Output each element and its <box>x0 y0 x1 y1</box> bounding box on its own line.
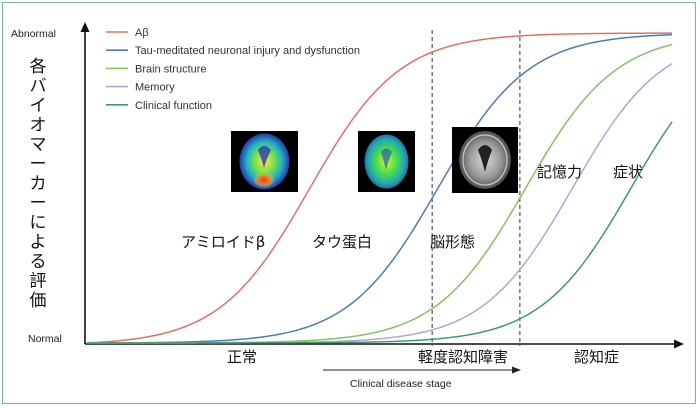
y-axis-label-char: ー <box>30 194 47 214</box>
stage-dementia: 認知症 <box>574 348 619 366</box>
series-line-2 <box>86 33 673 344</box>
y-axis-label-char: バ <box>30 77 47 97</box>
y-axis-label: 各バイオマーカーによる評価 <box>30 57 47 311</box>
y-axis-label-char: オ <box>30 116 47 136</box>
amyloid-scan-hotspot <box>253 172 275 188</box>
y-axis-label-char: 評 <box>30 272 47 292</box>
y-axis-label-char: カ <box>30 174 47 194</box>
mri-brain-scan <box>452 127 518 193</box>
legend-label-2: Tau-meditated neuronal injury and dysfun… <box>135 45 360 57</box>
disease-stage-arrow <box>323 366 521 374</box>
stage-mci: 軽度認知障害 <box>418 348 508 366</box>
y-axis-arrow <box>80 22 90 32</box>
annotation-amyloid: アミロイドβ <box>181 233 265 251</box>
annotation-memory: 記憶力 <box>537 163 582 181</box>
legend-label-1: Aβ <box>135 27 149 39</box>
y-axis-label-char: 各 <box>30 57 47 77</box>
y-axis-label-char: る <box>30 252 47 272</box>
series-line-5 <box>87 121 673 344</box>
y-axis-label-char: 価 <box>30 291 47 311</box>
amyloid-pet-scan <box>231 131 298 192</box>
legend-label-5: Clinical function <box>135 100 212 112</box>
y-axis-label-char: イ <box>30 96 47 116</box>
y-axis-label-char: ー <box>30 155 47 175</box>
y-axis-label-char: よ <box>30 233 47 253</box>
series-line-3 <box>87 43 673 344</box>
legend-label-3: Brain structure <box>135 63 207 75</box>
x-axis-arrow <box>674 339 684 349</box>
disease-stage-arrow-head <box>512 366 521 374</box>
annotation-tau: タウ蛋白 <box>312 233 372 251</box>
legend-label-4: Memory <box>135 82 175 94</box>
mri-scan-cortex <box>462 134 508 186</box>
annotation-symptom: 症状 <box>613 163 643 181</box>
axes <box>80 22 684 349</box>
y-axis-label-char: に <box>30 213 47 233</box>
x-axis-label: Clinical disease stage <box>350 378 452 390</box>
tau-pet-scan <box>358 131 415 192</box>
stage-dividers <box>431 30 521 346</box>
stage-normal: 正常 <box>227 348 257 366</box>
mri-scan-ventricle <box>478 145 492 172</box>
y-axis-label-char: マ <box>30 135 47 155</box>
y-bottom-label: Normal <box>28 333 62 345</box>
series-curves <box>86 32 673 344</box>
series-line-1 <box>86 32 673 344</box>
tau-scan-ventricle <box>381 148 392 170</box>
y-top-label: Abnormal <box>11 28 56 40</box>
annotation-brain: 脳形態 <box>430 233 475 251</box>
amyloid-scan-ventricle <box>258 146 271 168</box>
